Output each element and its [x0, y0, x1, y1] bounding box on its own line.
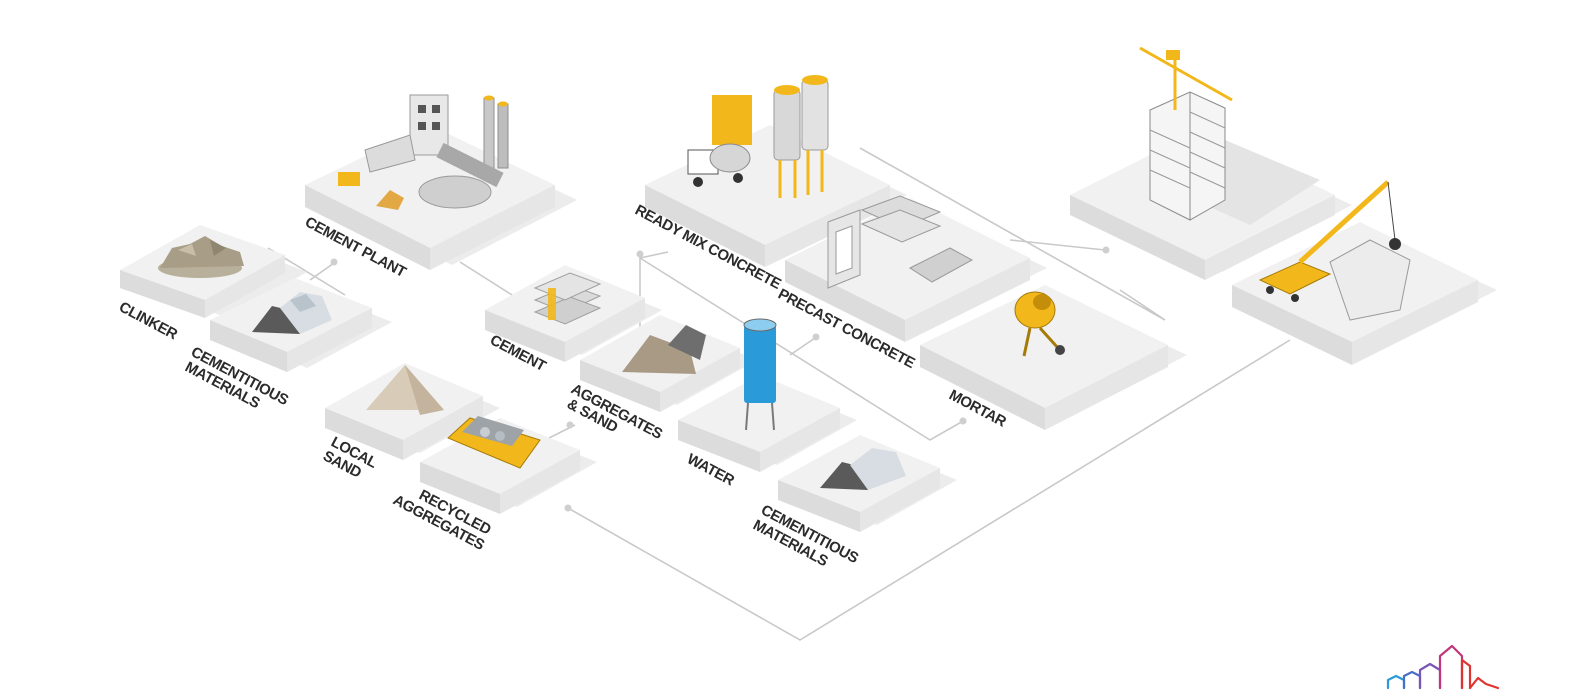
- tile-cementitious-2: [778, 435, 957, 532]
- city-skyline-logo: [1388, 646, 1498, 688]
- tile-building: [1070, 48, 1352, 280]
